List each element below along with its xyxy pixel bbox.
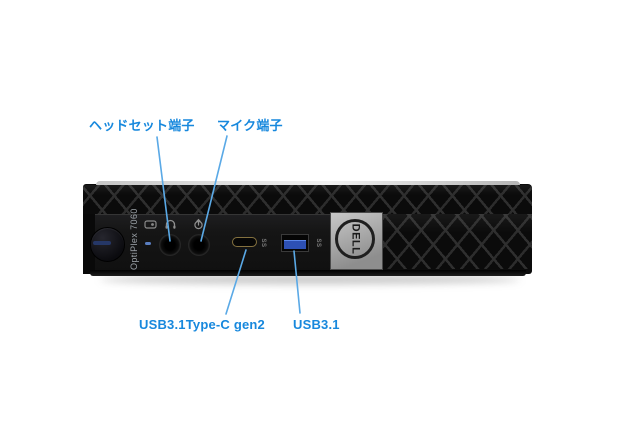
hdd-led: [145, 242, 151, 245]
dell-logo-text: DELL: [348, 223, 361, 255]
device-top-edge: [96, 181, 520, 186]
dell-logo: DELL: [335, 219, 375, 259]
usb-c-port: [232, 237, 257, 247]
headset-icon: [165, 219, 176, 229]
model-label: OptiPlex 7060: [129, 208, 139, 270]
device-left-edge: [83, 214, 95, 274]
usb-a-blue-tongue: [284, 240, 306, 249]
usb-a-superspeed-marking: SS: [315, 238, 321, 248]
hdd-activity-icon: [144, 220, 157, 229]
audio-out-icon: [194, 218, 203, 230]
mic-label: マイク端子: [217, 118, 283, 133]
vent-mesh-right: [383, 214, 532, 269]
usb-c-superspeed-marking: SS: [260, 238, 266, 248]
device-shadow: [100, 275, 520, 284]
power-led-slot: [93, 241, 111, 245]
dell-badge-plate: DELL: [330, 212, 383, 270]
headset-label: ヘッドセット端子: [89, 118, 195, 133]
usb-a-port: [281, 234, 309, 252]
usb-c-label: USB3.1Type-C gen2: [139, 317, 265, 332]
mic-jack-port: [188, 234, 210, 256]
headset-jack-port: [159, 234, 181, 256]
device-base: [90, 270, 526, 276]
power-button: [90, 227, 125, 262]
usb-a-label: USB3.1: [293, 317, 340, 332]
vent-mesh-top: [83, 185, 532, 215]
